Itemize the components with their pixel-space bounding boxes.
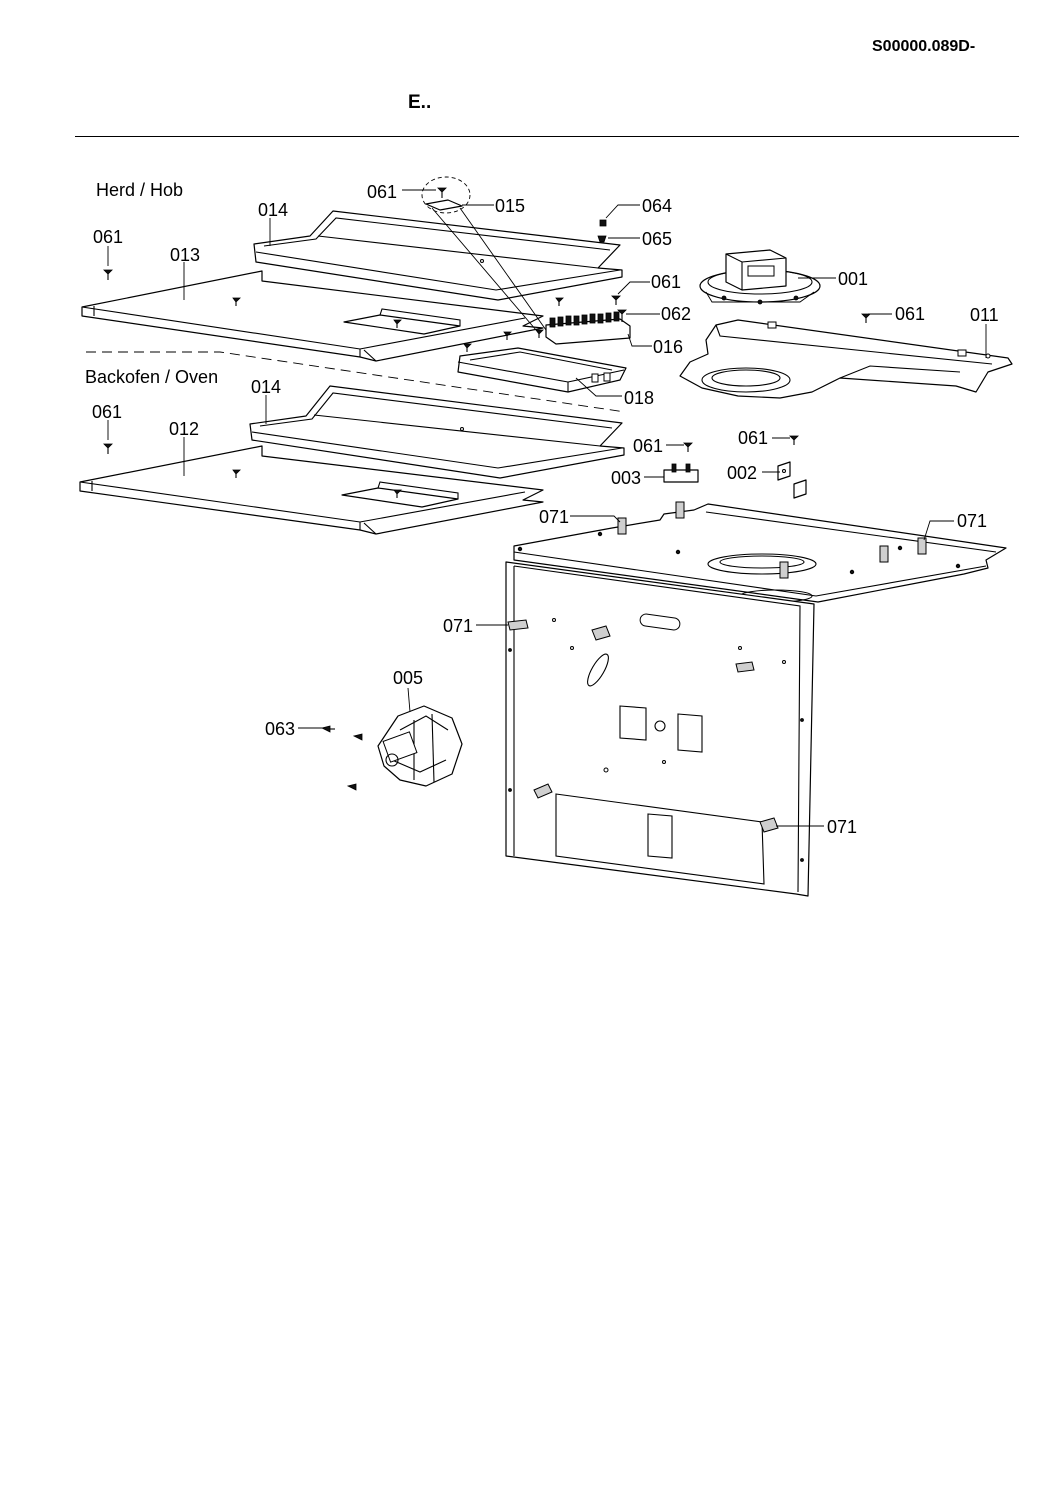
callout-015: 015 <box>495 196 525 216</box>
detail-highlight <box>421 176 547 331</box>
callout-063: 063 <box>265 719 295 739</box>
terminal-block-part <box>545 311 631 345</box>
fan-cover-part <box>679 319 1013 399</box>
callout-071: 071 <box>827 817 857 837</box>
oven-rear-rail-part <box>249 385 625 479</box>
callout-071: 071 <box>957 511 987 531</box>
model-title: E.. <box>408 92 432 113</box>
callout-016: 016 <box>653 337 683 357</box>
callout-001: 001 <box>838 269 868 289</box>
section-label-hob: Herd / Hob <box>96 180 183 200</box>
callout-003: 003 <box>611 468 641 488</box>
document-code: S00000.089D- <box>872 38 976 55</box>
callout-061: 061 <box>651 272 681 292</box>
callout-014: 014 <box>251 377 281 397</box>
callout-018: 018 <box>624 388 654 408</box>
fan-motor-part <box>377 705 463 787</box>
bracket-002-part <box>777 461 807 499</box>
tray-part <box>457 347 627 393</box>
bracket-003-part <box>663 463 699 483</box>
hob-rear-rail-part <box>253 210 623 301</box>
leader-lines <box>107 189 987 827</box>
header-rule <box>75 136 1019 137</box>
callout-005: 005 <box>393 668 423 688</box>
callout-065: 065 <box>642 229 672 249</box>
screws <box>103 187 871 791</box>
callout-011: 011 <box>970 305 999 325</box>
callout-064: 064 <box>642 196 672 216</box>
oven-housing-top-part <box>513 503 1007 603</box>
callout-061: 061 <box>738 428 768 448</box>
oven-panel-part <box>79 445 544 535</box>
callout-071: 071 <box>539 507 569 527</box>
callout-062: 062 <box>661 304 691 324</box>
section-separator <box>86 351 626 413</box>
callout-012: 012 <box>169 419 199 439</box>
oven-housing-back-wall-part <box>505 561 815 897</box>
callout-071: 071 <box>443 616 473 636</box>
section-label-oven: Backofen / Oven <box>85 367 218 387</box>
callout-002: 002 <box>727 463 757 483</box>
callout-061: 061 <box>92 402 122 422</box>
callout-061: 061 <box>633 436 663 456</box>
callout-061: 061 <box>93 227 123 247</box>
clip-071-parts <box>507 501 927 833</box>
callout-061: 061 <box>367 182 397 202</box>
callout-014: 014 <box>258 200 288 220</box>
motor-assembly-part <box>699 249 821 305</box>
callout-013: 013 <box>170 245 200 265</box>
callout-061: 061 <box>895 304 925 324</box>
